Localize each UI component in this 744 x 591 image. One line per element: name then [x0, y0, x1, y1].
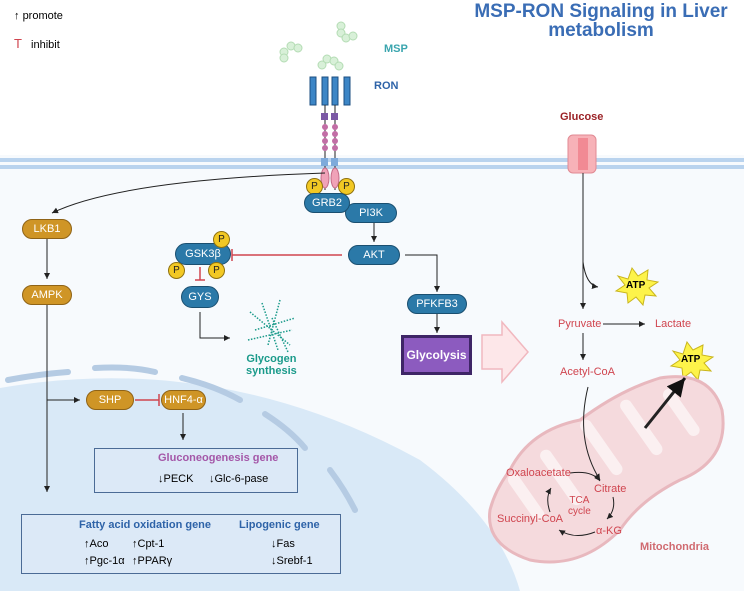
fao-header: Fatty acid oxidation gene	[79, 519, 212, 531]
gene-fas: ↓Fas	[271, 538, 295, 550]
gene-peck: ↓PECK	[158, 473, 194, 485]
akg-label: α-KG	[596, 525, 622, 537]
gluconeogenesis-header: Gluconeogenesis gene	[158, 452, 279, 464]
node-lkb1: LKB1	[22, 219, 72, 239]
node-grb2: GRB2	[304, 193, 350, 213]
node-akt: AKT	[348, 245, 400, 265]
ron-label: RON	[374, 80, 399, 92]
page-title: MSP-RON Signaling in Liver metabolism	[474, 1, 728, 41]
oxaloacetate-label: Oxaloacetate	[506, 467, 571, 479]
node-shp: SHP	[86, 390, 134, 410]
gene-srebf1: ↓Srebf-1	[271, 555, 313, 567]
msp-ligand	[279, 21, 358, 71]
gene-ppary: ↑PPARγ	[132, 555, 173, 567]
atp-label-1: ATP	[626, 280, 646, 291]
pyruvate-label: Pyruvate	[558, 318, 602, 330]
citrate-label: Citrate	[594, 483, 627, 495]
acetyl-coa-label: Acetyl-CoA	[560, 366, 616, 378]
glycogen-particles	[247, 299, 296, 353]
gene-cpt1: ↑Cpt-1	[132, 538, 165, 550]
cell-membrane	[0, 158, 744, 162]
tca-cycle-label: TCA cycle	[568, 495, 591, 517]
phospho-circle: P	[213, 231, 230, 248]
msp-label: MSP	[384, 43, 408, 55]
node-gsk3b: GSK3β	[175, 243, 231, 265]
nuclear-envelope	[5, 364, 358, 513]
mitochondria-cristae	[507, 388, 700, 522]
inhibit-t-icon: T	[14, 36, 22, 51]
node-gys: GYS	[181, 286, 219, 308]
node-pfkfb3: PFKFB3	[407, 294, 467, 314]
gluconeogenesis-gene-box: Gluconeogenesis gene ↓PECK ↓Glc-6-pase	[94, 448, 298, 493]
node-ampk: AMPK	[22, 285, 72, 305]
legend-promote: ↑ promote	[14, 10, 63, 22]
ron-receptor	[309, 76, 351, 190]
node-hnf4a: HNF4-α	[161, 390, 206, 410]
promote-arrow-icon: ↑	[14, 10, 20, 22]
phospho-circle: P	[208, 262, 225, 279]
glycogen-synthesis-label: Glycogen synthesis	[246, 353, 297, 377]
lipid-gene-box: Fatty acid oxidation gene Lipogenic gene…	[21, 514, 341, 574]
gene-glc6pase: ↓Glc-6-pase	[209, 473, 269, 485]
glucose-label: Glucose	[560, 111, 604, 123]
mitochondria-label: Mitochondria	[640, 541, 710, 553]
lipogenic-header: Lipogenic gene	[239, 519, 320, 531]
lactate-label: Lactate	[655, 318, 692, 330]
legend-inhibit: T inhibit	[14, 36, 60, 51]
phospho-circle: P	[168, 262, 185, 279]
mitochondria	[488, 375, 725, 564]
succinyl-coa-label: Succinyl-CoA	[497, 513, 564, 525]
phospho-circle: P	[306, 178, 323, 195]
node-glycolysis: Glycolysis	[401, 335, 472, 375]
gene-aco: ↑Aco	[84, 538, 109, 550]
atp-label-2: ATP	[681, 354, 701, 365]
node-pi3k: PI3K	[345, 203, 397, 223]
atp-burst-1	[614, 266, 660, 307]
glycolysis-flow-arrow	[481, 319, 529, 385]
gene-pgc1a: ↑Pgc-1α	[84, 555, 125, 567]
glucose-transporter	[567, 134, 597, 174]
